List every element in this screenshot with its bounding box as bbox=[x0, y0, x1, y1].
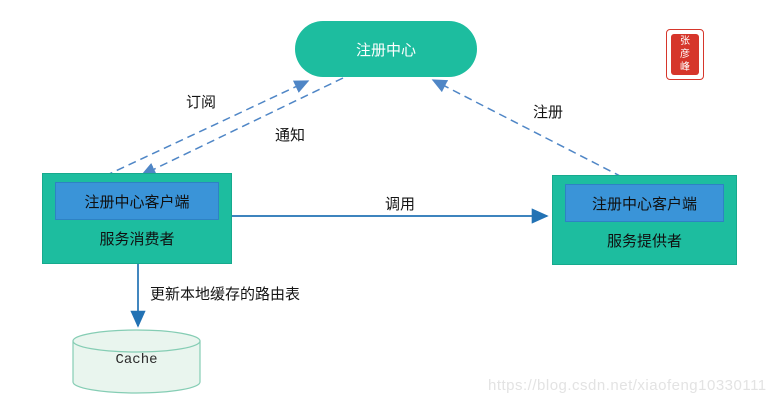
seal-stamp-inner: 张彦峰 bbox=[671, 34, 699, 75]
update-cache-label: 更新本地缓存的路由表 bbox=[150, 286, 301, 303]
register-arrow bbox=[431, 79, 623, 178]
subscribe-arrow bbox=[104, 80, 310, 177]
consumer-client-box: 注册中心客户端 bbox=[55, 182, 219, 220]
provider-label: 服务提供者 bbox=[606, 233, 682, 250]
provider-node: 注册中心客户端 服务提供者 bbox=[552, 175, 737, 265]
cache-cylinder bbox=[72, 329, 201, 394]
consumer-label: 服务消费者 bbox=[99, 231, 175, 248]
provider-client-label: 注册中心客户端 bbox=[591, 195, 697, 213]
registry-label: 注册中心 bbox=[355, 41, 416, 59]
cache-label: Cache bbox=[115, 352, 158, 368]
subscribe-label: 订阅 bbox=[186, 94, 217, 111]
notify-arrow bbox=[140, 77, 344, 176]
seal-text: 张彦峰 bbox=[680, 36, 690, 73]
registry-node: 注册中心 bbox=[295, 21, 477, 77]
watermark-url: https://blog.csdn.net/xiaofeng10330111 bbox=[488, 377, 767, 394]
seal-stamp: 张彦峰 bbox=[666, 29, 704, 80]
notify-label: 通知 bbox=[275, 127, 306, 144]
register-label: 注册 bbox=[533, 104, 564, 121]
invoke-label: 调用 bbox=[384, 196, 415, 213]
provider-client-box: 注册中心客户端 bbox=[565, 184, 724, 222]
consumer-node: 注册中心客户端 服务消费者 bbox=[42, 173, 232, 264]
consumer-client-label: 注册中心客户端 bbox=[84, 193, 190, 211]
